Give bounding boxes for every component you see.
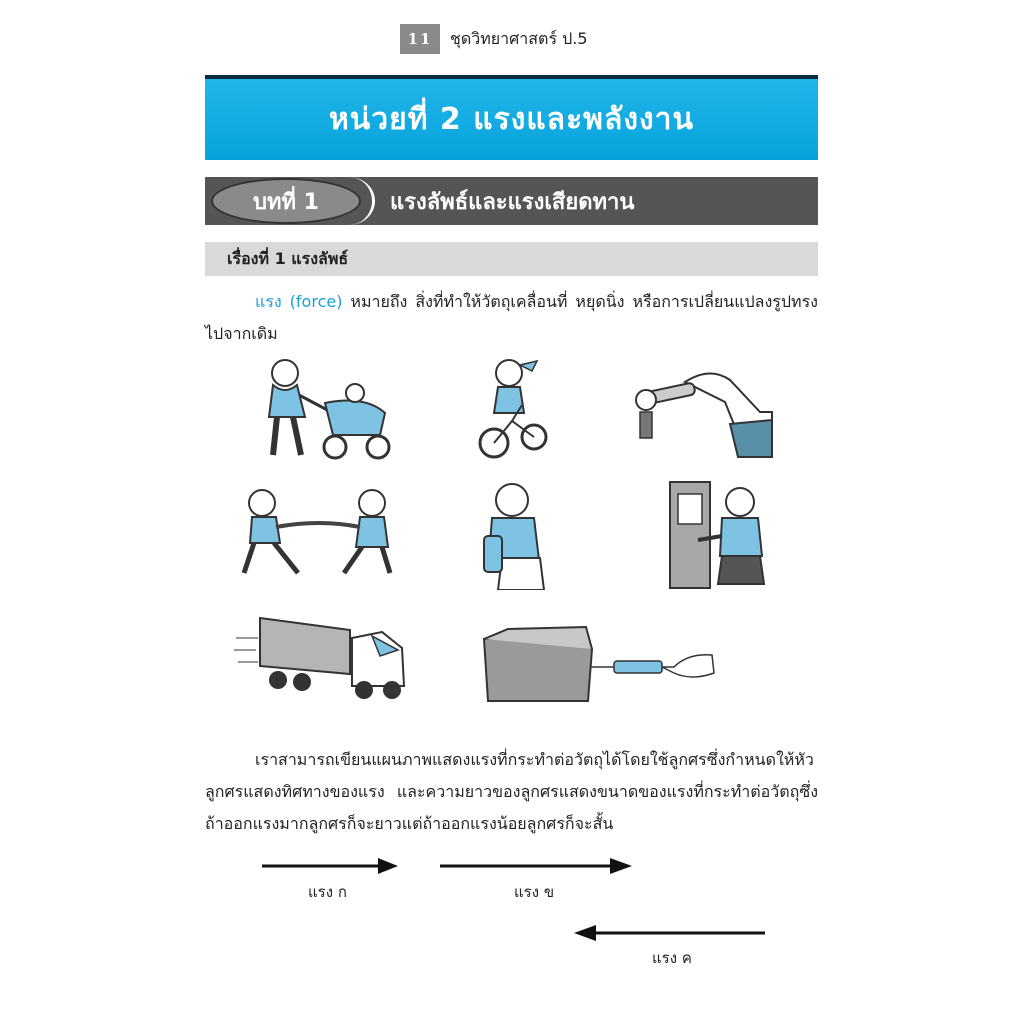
- lesson-badge: บทที่ 1: [211, 178, 361, 224]
- keyword-force: แรง (force): [255, 292, 343, 311]
- illustration-truck: [232, 608, 410, 700]
- force-label-b: แรง ข: [514, 883, 555, 901]
- explanation-paragraph: เราสามารถเขียนแผนภาพแสดงแรงที่กระทำต่อวั…: [205, 750, 818, 833]
- illustration-wrench: [630, 362, 775, 472]
- series-title: ชุดวิทยาศาสตร์ ป.5: [450, 28, 588, 48]
- page-header: 11 ชุดวิทยาศาสตร์ ป.5: [400, 24, 588, 54]
- topic-bar: เรื่องที่ 1 แรงลัพธ์: [205, 242, 818, 276]
- lesson-arc-decoration: [323, 177, 375, 225]
- lesson-title: แรงลัพธ์และแรงเสียดทาน: [390, 189, 635, 215]
- unit-title: หน่วยที่ 2 แรงและพลังงาน: [329, 102, 694, 137]
- force-label-a: แรง ก: [308, 883, 347, 901]
- illustration-door: [660, 478, 780, 590]
- illustration-squeeze-bottle: [462, 478, 557, 590]
- illustration-tug-of-war: [232, 485, 407, 580]
- force-arrow-c: [574, 925, 765, 941]
- intro-paragraph: แรง (force) หมายถึง สิ่งที่ทำให้วัตถุเคล…: [205, 286, 818, 350]
- topic-title: เรื่องที่ 1 แรงลัพธ์: [227, 248, 349, 268]
- illustration-stroller-push: [255, 355, 410, 465]
- illustration-spring-scale-box: [478, 625, 718, 705]
- unit-banner: หน่วยที่ 2 แรงและพลังงาน: [205, 75, 818, 160]
- intro-text: หมายถึง สิ่งที่ทำให้วัตถุเคลื่อนที่ หยุด…: [205, 292, 818, 343]
- force-label-c: แรง ค: [652, 949, 692, 967]
- force-arrow-a: [262, 858, 398, 874]
- illustration-bicycle: [462, 355, 557, 465]
- page-number: 11: [400, 24, 440, 54]
- lesson-number: บทที่ 1: [253, 189, 319, 215]
- force-arrow-b: [440, 858, 632, 874]
- lesson-bar: บทที่ 1 แรงลัพธ์และแรงเสียดทาน: [205, 177, 818, 225]
